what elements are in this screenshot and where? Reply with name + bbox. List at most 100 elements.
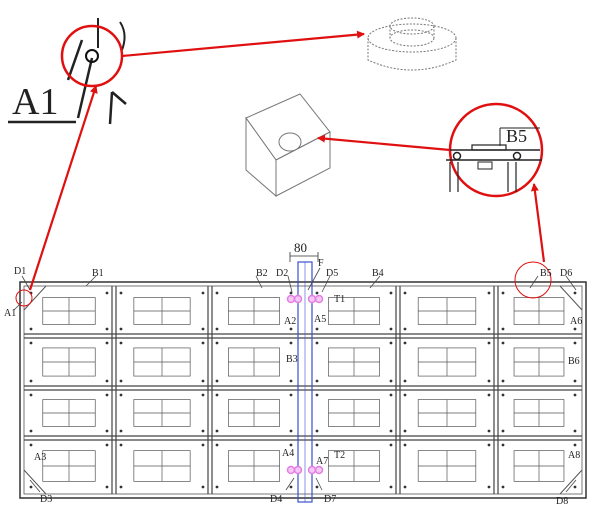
bolt-dot xyxy=(289,291,293,295)
bolt-dot xyxy=(573,443,577,447)
bolt-dot xyxy=(119,291,123,295)
bolt-dot xyxy=(215,327,219,331)
bolt-dot xyxy=(487,291,491,295)
bolt-dot xyxy=(403,327,407,331)
bolt-dot xyxy=(289,393,293,397)
bolt-dot xyxy=(201,429,205,433)
bolt-dot xyxy=(29,327,33,331)
bolt-dot xyxy=(573,429,577,433)
bolt-dot xyxy=(573,379,577,383)
bolt-dot xyxy=(29,341,33,345)
bolt-dot xyxy=(105,379,109,383)
bolt-dot xyxy=(389,379,393,383)
bolt-dot xyxy=(215,443,219,447)
bolt-dot xyxy=(573,291,577,295)
bolt-dot xyxy=(501,429,505,433)
bolt-dot xyxy=(119,341,123,345)
bolt-dot xyxy=(403,379,407,383)
label-d7: D7 xyxy=(324,494,336,505)
label-a2: A2 xyxy=(284,316,296,327)
bolt-dot xyxy=(201,291,205,295)
bolt-dot xyxy=(215,393,219,397)
bolt-dot xyxy=(501,327,505,331)
label-a6: A6 xyxy=(570,316,582,327)
bolt-dot xyxy=(487,327,491,331)
bolt-dot xyxy=(289,327,293,331)
bolt-dot xyxy=(119,443,123,447)
bolt-dot xyxy=(29,485,33,489)
bolt-dot xyxy=(105,393,109,397)
detail-b5: B5 xyxy=(446,102,544,198)
nut-3d-view xyxy=(367,17,457,71)
bolt-dot xyxy=(215,341,219,345)
bolt-dot xyxy=(29,429,33,433)
bolt-dot xyxy=(573,393,577,397)
bolt-dot xyxy=(105,327,109,331)
a1-location-marker xyxy=(15,289,33,307)
bolt-dot xyxy=(573,341,577,345)
bolt-dot xyxy=(105,291,109,295)
label-t2: T2 xyxy=(334,450,345,461)
bolt-dot xyxy=(289,379,293,383)
bolt-dot xyxy=(389,327,393,331)
dimension-80: 80 xyxy=(289,240,319,262)
bolt-dot xyxy=(315,327,319,331)
bolt-dot xyxy=(501,379,505,383)
bolt-dot xyxy=(215,485,219,489)
a1-highlight-circle xyxy=(60,24,124,88)
bolt-dot xyxy=(315,429,319,433)
bolt-dot xyxy=(403,341,407,345)
bolt-dot xyxy=(501,393,505,397)
label-b4: B4 xyxy=(372,268,384,279)
bolt-dot xyxy=(403,485,407,489)
bolt-dot xyxy=(501,291,505,295)
bolt-dot xyxy=(389,291,393,295)
bolt-dot xyxy=(201,393,205,397)
bolt-dot xyxy=(403,291,407,295)
a1-callout-label: A1 xyxy=(12,81,58,123)
label-b3: B3 xyxy=(286,354,298,365)
bolt-dot xyxy=(315,341,319,345)
bolt-dot xyxy=(215,291,219,295)
bolt-dot xyxy=(315,291,319,295)
bolt-dot xyxy=(501,485,505,489)
formwork-panel: 80 xyxy=(15,240,587,503)
label-d6: D6 xyxy=(560,268,572,279)
label-t1: T1 xyxy=(334,294,345,305)
bolt-dot xyxy=(315,485,319,489)
bolt-dot xyxy=(29,443,33,447)
label-d5: D5 xyxy=(326,268,338,279)
bolt-dot xyxy=(201,341,205,345)
label-d3: D3 xyxy=(40,494,52,505)
label-b1: B1 xyxy=(92,268,104,279)
label-a1: A1 xyxy=(4,308,16,319)
bolt-dot xyxy=(105,341,109,345)
label-a5: A5 xyxy=(314,314,326,325)
b5-location-marker xyxy=(514,261,552,299)
label-d8: D8 xyxy=(556,496,568,507)
arrow-detail-to-nut xyxy=(121,30,365,58)
label-d1: D1 xyxy=(14,266,26,277)
bolt-dot xyxy=(501,443,505,447)
bolt-dot xyxy=(403,429,407,433)
bolt-dot xyxy=(403,443,407,447)
bolt-dot xyxy=(119,327,123,331)
bolt-dot xyxy=(501,341,505,345)
arrow-b5-to-detail xyxy=(530,183,546,263)
a1-bolt-hole xyxy=(85,49,99,63)
panel-outer-frame xyxy=(19,281,587,499)
bolt-dot xyxy=(389,341,393,345)
bolt-dot xyxy=(389,485,393,489)
arrow-detail-to-washer xyxy=(317,134,451,152)
bolt-dot xyxy=(487,443,491,447)
label-b5: B5 xyxy=(540,268,552,279)
bolt-dot xyxy=(573,485,577,489)
svg-text:80: 80 xyxy=(294,240,307,255)
bolt-dot xyxy=(315,379,319,383)
label-a8: A8 xyxy=(568,450,580,461)
arrow-a1-to-detail xyxy=(28,85,98,291)
bolt-dot xyxy=(289,443,293,447)
bolt-dot xyxy=(487,341,491,345)
label-a4: A4 xyxy=(282,448,294,459)
